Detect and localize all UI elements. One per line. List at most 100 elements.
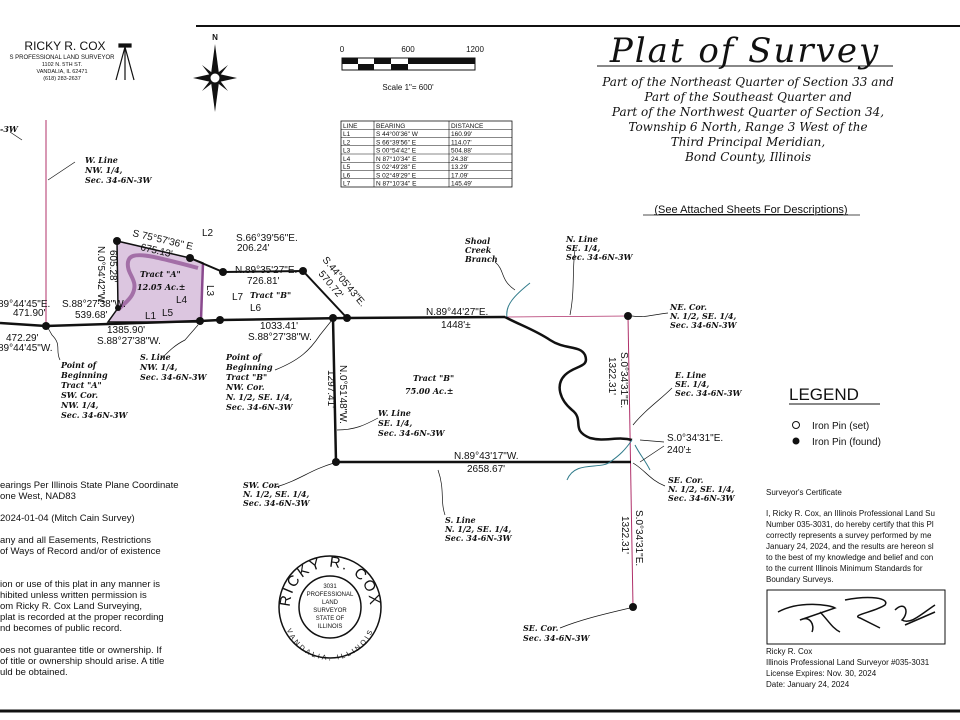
iron-pin-found-icon bbox=[343, 314, 351, 322]
se-cor-half-label: SE. Cor. bbox=[668, 475, 704, 485]
note-line: ion or use of this plat in any manner is bbox=[0, 579, 160, 590]
bearing-label: 89°44'45"W. bbox=[0, 343, 53, 354]
pob-a-label: Tract "A" bbox=[61, 380, 102, 390]
svg-text:145.49': 145.49' bbox=[451, 181, 472, 188]
svg-text:13.29': 13.29' bbox=[451, 164, 469, 171]
iron-pin-found-icon bbox=[792, 437, 800, 445]
title-line: Township 6 North, Range 3 West of the bbox=[628, 120, 867, 134]
note-line: plat is recorded at the proper recording bbox=[0, 612, 164, 623]
pob-b-label: Point of bbox=[225, 352, 263, 362]
tract-a-acreage: 12.05 Ac.± bbox=[137, 282, 185, 292]
title-line: Part of the Northwest Quarter of Section… bbox=[611, 105, 884, 119]
iron-pin-found-icon bbox=[113, 237, 121, 245]
firm-name: RICKY R. COX bbox=[24, 39, 105, 53]
se-cor-half-label: N. 1/2, SE. 1/4, bbox=[667, 484, 734, 494]
iron-pin-found-icon bbox=[115, 305, 121, 311]
svg-text:L3: L3 bbox=[343, 148, 351, 155]
iron-pin-found-icon bbox=[196, 317, 204, 325]
note-line: uld be obtained. bbox=[0, 667, 68, 678]
leader-lines bbox=[9, 131, 673, 629]
line-label-l4: L4 bbox=[176, 295, 188, 306]
pob-b-label: N. 1/2, SE. 1/4, bbox=[225, 392, 292, 402]
map-labels: -3W W. Line NW. 1/4, Sec. 34-6N-3W Tract… bbox=[0, 124, 743, 643]
line-label-l1: L1 bbox=[145, 311, 157, 322]
s-line-half-label: S. Line bbox=[445, 515, 476, 525]
bearing-label: S.88°27'38"W. bbox=[62, 299, 126, 310]
svg-text:L2: L2 bbox=[343, 139, 351, 146]
sw-cor-label: SW. Cor. bbox=[243, 480, 280, 490]
certificate-title: Surveyor's Certificate bbox=[766, 488, 842, 497]
note-line: oes not guarantee title or ownership. If bbox=[0, 645, 162, 656]
w-line-se-label: W. Line bbox=[378, 408, 411, 418]
svg-text:ILLINOIS: ILLINOIS bbox=[318, 624, 343, 630]
distance-label: 1297.41' bbox=[325, 370, 336, 408]
distance-label: 240'± bbox=[667, 445, 692, 456]
legend-item: Iron Pin (found) bbox=[812, 437, 881, 448]
firm-city: VANDALIA, IL 62471 bbox=[36, 69, 87, 75]
w-line-nw-label: Sec. 34-6N-3W bbox=[85, 175, 153, 185]
ne-cor-label: Sec. 34-6N-3W bbox=[670, 320, 738, 330]
signature bbox=[777, 596, 936, 633]
distance-label: 726.81' bbox=[247, 276, 280, 287]
shoal-creek-branch bbox=[506, 282, 531, 318]
scale-tick: 0 bbox=[340, 45, 345, 54]
distance-label: 1322.31' bbox=[606, 357, 617, 395]
pob-b-label: Beginning bbox=[225, 362, 273, 372]
bearing-label: N.89°35'27"E. bbox=[235, 265, 297, 276]
iron-pin-found-icon bbox=[332, 458, 340, 466]
svg-text:S 00°54'42" E: S 00°54'42" E bbox=[376, 147, 417, 155]
tract-b-north-boundary bbox=[189, 257, 348, 319]
w-line-se-label: SE. 1/4, bbox=[378, 418, 413, 428]
shoal-creek-label: Shoal bbox=[465, 236, 490, 246]
distance-label: 471.90' bbox=[13, 308, 46, 319]
legend: LEGEND Iron Pin (set) Iron Pin (found) bbox=[789, 385, 881, 448]
attached-sheets-note: (See Attached Sheets For Descriptions) bbox=[654, 204, 847, 216]
certificate-line: Number 035-3031, do hereby certify that … bbox=[766, 520, 934, 529]
note-line: om Ricky R. Cox Land Surveying, bbox=[0, 601, 142, 612]
creek-branch bbox=[566, 439, 633, 481]
s-line-nw-label: Sec. 34-6N-3W bbox=[140, 372, 208, 382]
svg-text:3031: 3031 bbox=[323, 584, 337, 590]
distance-label: 1385.90' bbox=[107, 325, 145, 336]
shoal-creek-label: Branch bbox=[464, 254, 498, 264]
svg-text:17.09': 17.09' bbox=[451, 172, 469, 179]
bearing-label: S.66°39'56"E. bbox=[236, 233, 298, 244]
svg-text:24.38': 24.38' bbox=[451, 156, 469, 163]
pob-b-label: NW. Cor. bbox=[225, 382, 265, 392]
bearing-label: 89°44'45"E. bbox=[0, 299, 50, 310]
firm-title: S PROFESSIONAL LAND SURVEYOR bbox=[9, 55, 115, 61]
ne-cor-label: N. 1/2, SE. 1/4, bbox=[669, 311, 736, 321]
plat-notes: earings Per Illinois State Plane Coordin… bbox=[0, 480, 179, 678]
svg-text:L5: L5 bbox=[343, 164, 351, 171]
title-line: Bond County, Illinois bbox=[684, 150, 811, 164]
signer-name: Ricky R. Cox bbox=[766, 647, 812, 656]
map-label: -3W bbox=[0, 124, 19, 134]
s-line-half-label: N. 1/2, SE. 1/4, bbox=[444, 524, 511, 534]
tract-a-label: Tract "A" bbox=[140, 269, 181, 279]
w-line-nw-label: W. Line bbox=[85, 155, 118, 165]
note-line: hibited unless written permission is bbox=[0, 590, 147, 601]
svg-text:L7: L7 bbox=[343, 181, 351, 188]
se-cor-label: SE. Cor. bbox=[523, 623, 559, 633]
distance-label: 1448'± bbox=[441, 320, 471, 331]
s-line-nw-label: S. Line bbox=[140, 352, 171, 362]
firm-header: RICKY R. COX S PROFESSIONAL LAND SURVEYO… bbox=[9, 39, 135, 82]
n-line-se-label: Sec. 34-6N-3W bbox=[566, 252, 634, 262]
svg-text:S 44°00'36" W: S 44°00'36" W bbox=[376, 130, 419, 138]
bearing-label: S.0°34'31"E. bbox=[618, 352, 629, 408]
legend-item: Iron Pin (set) bbox=[812, 421, 869, 432]
title-line: Third Principal Meridian, bbox=[671, 135, 825, 149]
e-line-label: Sec. 34-6N-3W bbox=[675, 388, 743, 398]
distance-label: 605.28' bbox=[107, 250, 118, 283]
svg-text:S 02°49'29" E: S 02°49'29" E bbox=[376, 171, 417, 179]
line-label-l6: L6 bbox=[250, 303, 262, 314]
table-header: LINE bbox=[343, 123, 358, 130]
north-line-se-quarter bbox=[504, 315, 629, 318]
survey-map bbox=[0, 120, 673, 629]
pob-a-label: Sec. 34-6N-3W bbox=[61, 410, 129, 420]
north-arrow-compass-icon: N bbox=[193, 33, 237, 112]
pob-a-label: Beginning bbox=[60, 370, 108, 380]
